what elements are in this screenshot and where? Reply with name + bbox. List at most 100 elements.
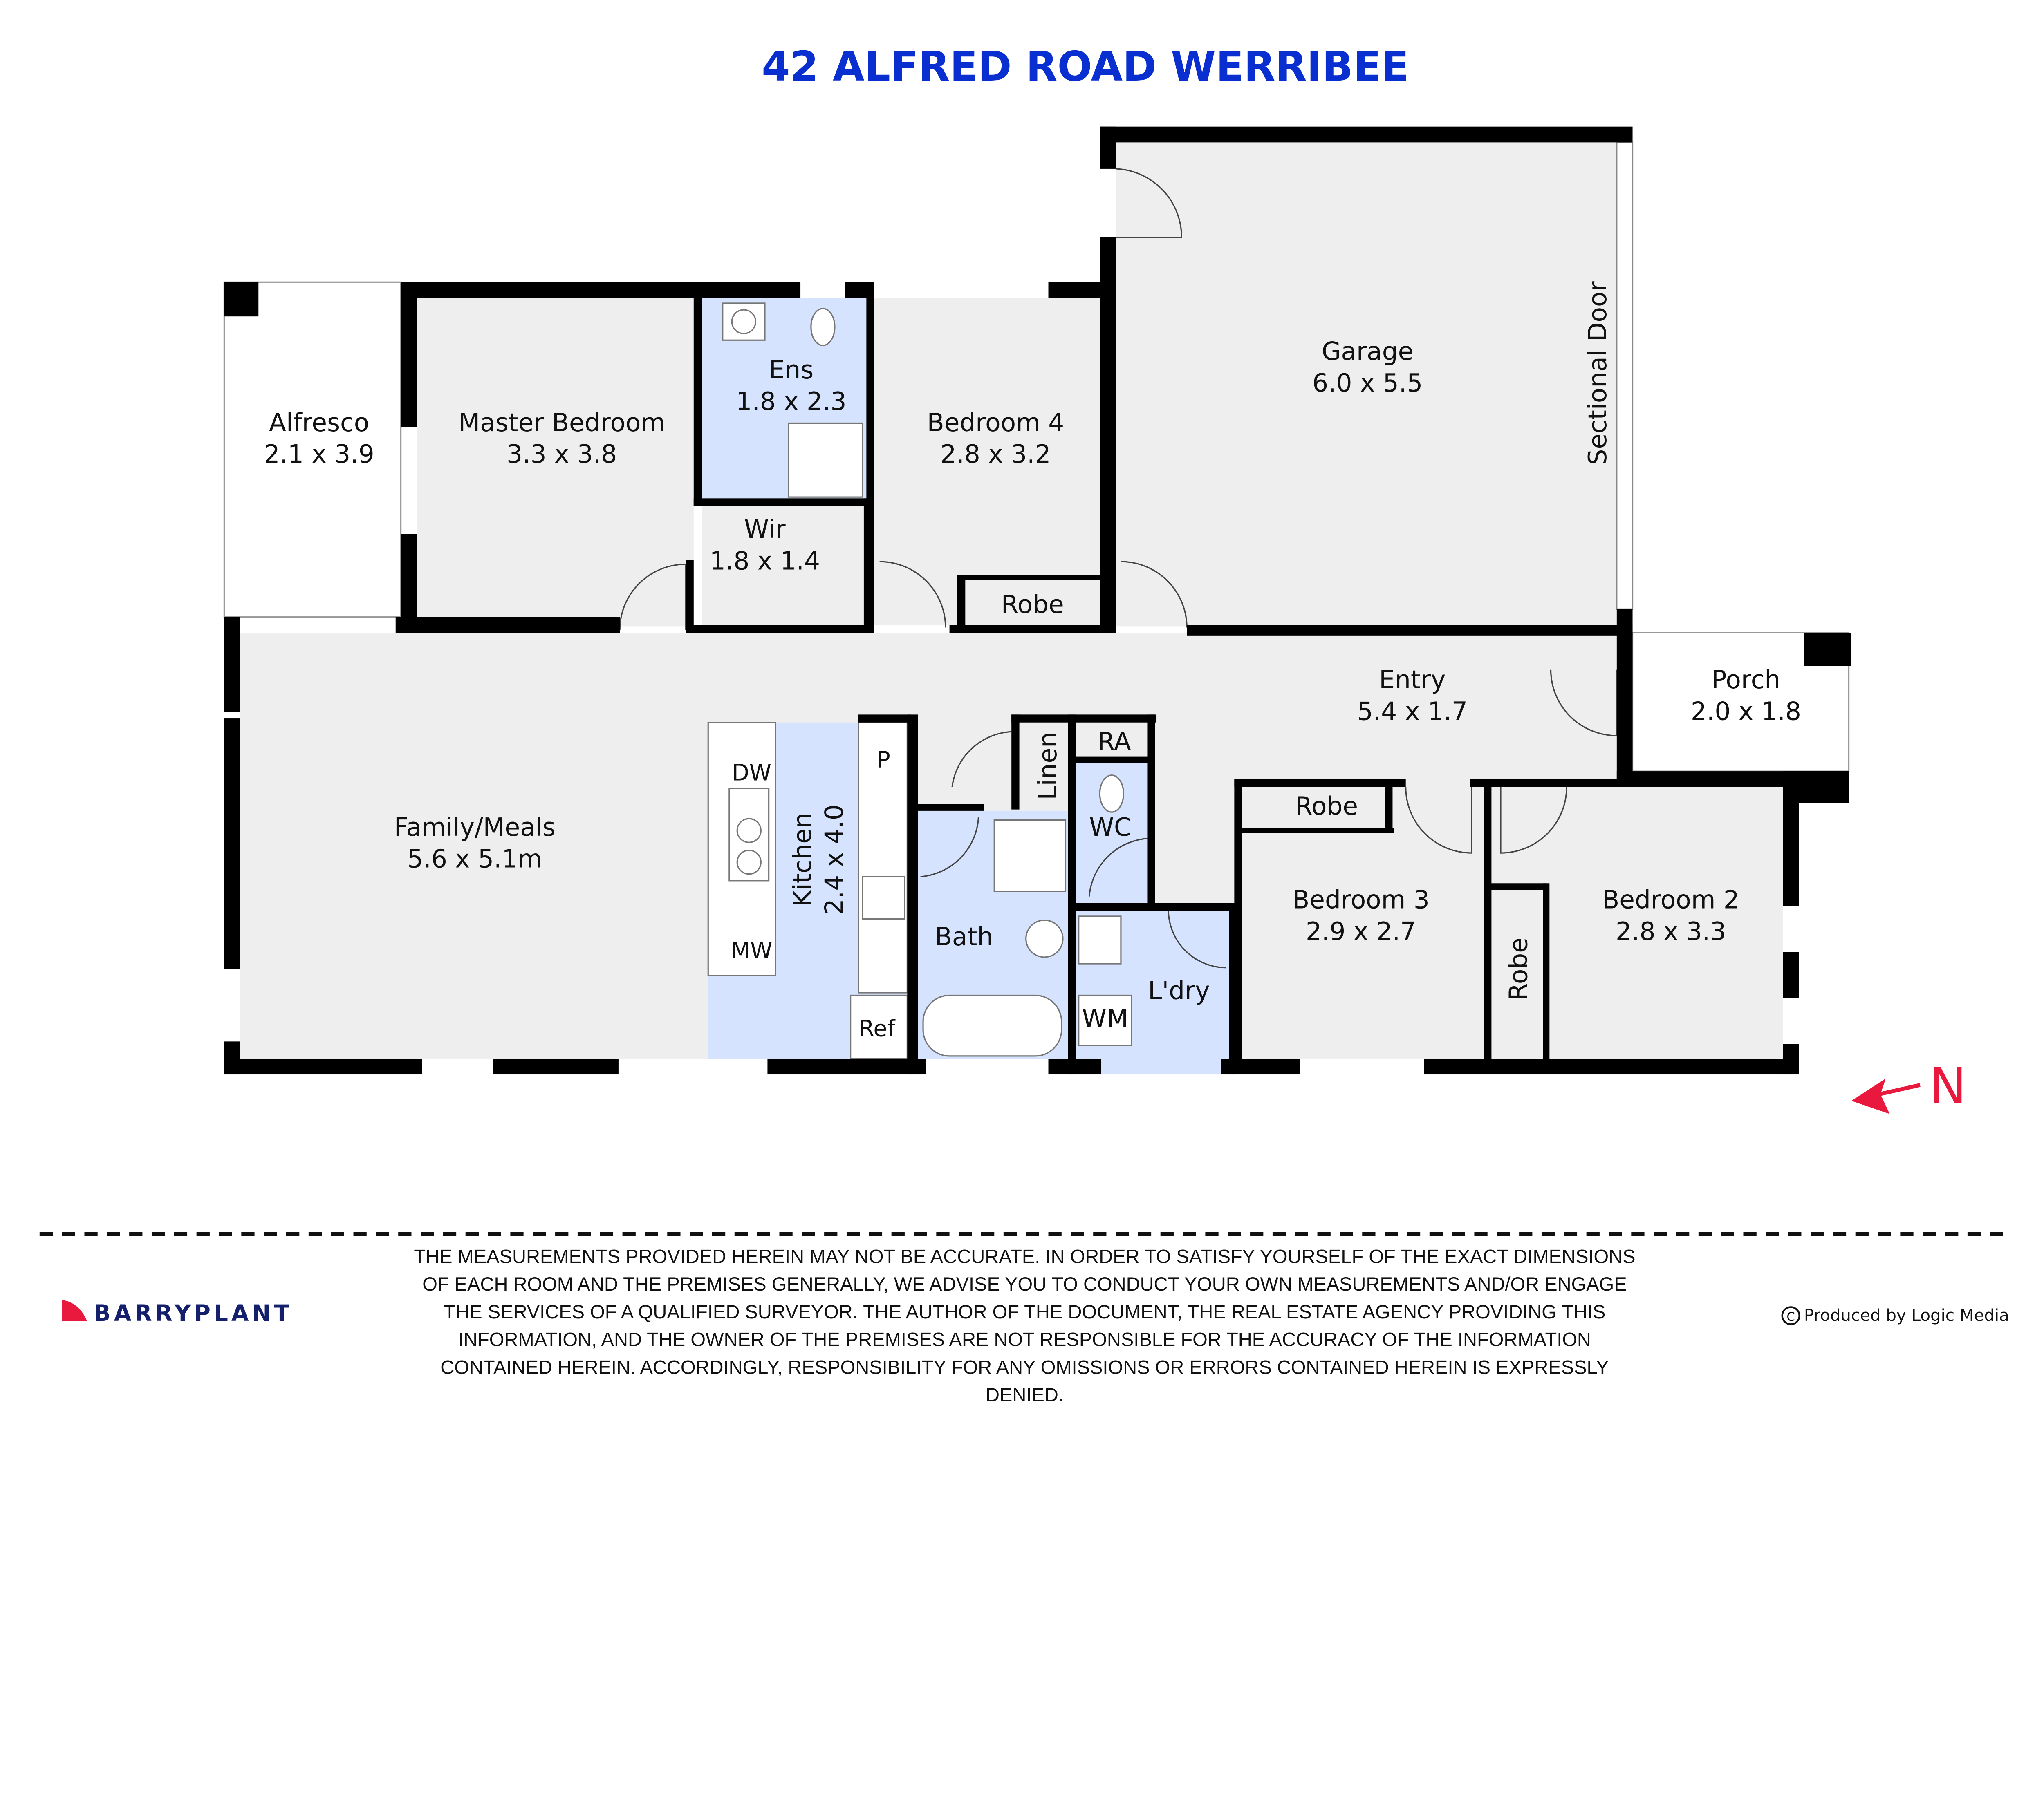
room-name: Garage — [1322, 337, 1413, 366]
wall — [1147, 714, 1155, 906]
wall — [224, 633, 240, 712]
wall — [1490, 779, 1569, 787]
wall — [401, 282, 417, 427]
linen-label: Linen — [1033, 732, 1062, 800]
wall — [1490, 883, 1546, 890]
wall — [1783, 787, 1799, 906]
robe-label: Robe — [1504, 938, 1533, 1000]
master-door — [619, 564, 687, 630]
room-name: L'dry — [1148, 976, 1210, 1005]
wall — [918, 804, 984, 811]
linen-door — [951, 731, 1012, 787]
garage-area — [1116, 142, 1617, 627]
wall — [1470, 779, 1492, 787]
wall — [866, 282, 874, 506]
robe-label: Robe — [1295, 792, 1358, 821]
sectional-door-label: Sectional Door — [1583, 281, 1612, 465]
wall — [1616, 609, 1633, 781]
room-size: 5.4 x 1.7 — [1357, 697, 1468, 726]
room-name: Family/Meals — [394, 813, 556, 842]
wall — [858, 714, 912, 723]
wc-door — [1088, 837, 1148, 897]
wall — [1783, 952, 1799, 998]
wall — [1484, 779, 1492, 1059]
bath-basin-icon — [1025, 919, 1064, 958]
wall — [1100, 126, 1633, 143]
floor-plan: 42 ALFRED ROAD WERRIBEE — [39, 43, 2009, 1405]
room-fills — [223, 141, 1850, 1075]
wall — [1229, 903, 1237, 1075]
bedroom-4-door — [879, 561, 946, 628]
north-label: N — [1929, 1057, 1967, 1115]
wir-area — [702, 506, 864, 625]
wall — [686, 625, 874, 633]
room-size: 2.0 x 1.8 — [1691, 697, 1801, 726]
wm-label: WM — [1082, 1004, 1128, 1033]
copyright-glyph: C — [1787, 1310, 1795, 1324]
bathtub-icon — [922, 994, 1062, 1057]
wall — [493, 1059, 619, 1075]
room-name: Bath — [935, 922, 993, 951]
ensuite-basin-icon — [731, 309, 757, 334]
copyright-icon — [1781, 1306, 1800, 1325]
room-name: Alfresco — [269, 408, 369, 437]
wall — [907, 714, 918, 1075]
wall — [1048, 282, 1116, 298]
wall — [1068, 714, 1076, 1075]
wall — [224, 282, 259, 317]
disclaimer-line: INFORMATION, AND THE OWNER OF THE PREMIS… — [458, 1329, 1591, 1350]
wall — [1234, 779, 1406, 787]
wall — [395, 617, 620, 633]
wall — [1100, 237, 1116, 633]
room-name: Bedroom 3 — [1292, 886, 1430, 915]
room-name: Kitchen — [788, 812, 817, 906]
room-size: 6.0 x 5.5 — [1312, 369, 1423, 398]
disclaimer-line: THE MEASUREMENTS PROVIDED HEREIN MAY NOT… — [414, 1245, 1635, 1267]
wall — [224, 718, 240, 969]
wall — [863, 498, 874, 633]
wall — [949, 625, 1114, 633]
wc-toilet-icon — [1099, 774, 1124, 813]
dw-label: DW — [732, 760, 771, 786]
room-size: 2.4 x 4.0 — [820, 804, 849, 915]
sectional-door — [1616, 141, 1634, 610]
ra-label: RA — [1098, 727, 1131, 756]
front-door — [1550, 669, 1618, 736]
wall — [1075, 756, 1154, 763]
alfresco-area — [223, 281, 402, 618]
room-size: 3.3 x 3.8 — [507, 440, 617, 469]
wall — [1011, 714, 1020, 810]
garage-side-door — [1115, 168, 1182, 238]
ref-label: Ref — [859, 1015, 896, 1041]
room-name: Bedroom 2 — [1602, 886, 1739, 915]
laundry-door — [1168, 909, 1226, 969]
disclaimer-line: CONTAINED HEREIN. ACCORDINGLY, RESPONSIB… — [440, 1356, 1609, 1378]
ensuite-shower-icon — [788, 422, 863, 498]
brand-logo: BARRYPLANT — [94, 1300, 293, 1326]
wall — [1569, 779, 1788, 787]
room-name: Porch — [1712, 665, 1781, 694]
wall — [1187, 625, 1633, 636]
room-size: 2.8 x 3.2 — [940, 440, 1051, 469]
pantry-label: P — [877, 746, 890, 772]
disclaimer: THE MEASUREMENTS PROVIDED HEREIN MAY NOT… — [414, 1245, 1635, 1405]
room-name: Master Bedroom — [458, 408, 665, 437]
room-size: 1.8 x 2.3 — [736, 387, 846, 416]
wall — [1100, 126, 1116, 169]
wall — [1068, 903, 1233, 911]
logo-mark-icon — [62, 1300, 87, 1321]
fridge-space — [850, 994, 908, 1059]
page-title: 42 ALFRED ROAD WERRIBEE — [762, 43, 1409, 90]
wall — [957, 575, 1109, 580]
bath-door — [920, 817, 979, 877]
room-size: 2.8 x 3.3 — [1616, 917, 1726, 946]
room-size: 5.6 x 5.1m — [407, 845, 542, 874]
disclaimer-line: DENIED. — [986, 1384, 1064, 1405]
room-size: 1.8 x 1.4 — [710, 547, 820, 576]
room-size: 2.9 x 2.7 — [1306, 917, 1416, 946]
laundry-trough-icon — [1078, 915, 1122, 965]
disclaimer-line: THE SERVICES OF A QUALIFIED SURVEYOR. TH… — [444, 1301, 1606, 1323]
walls — [224, 126, 1852, 1075]
wall — [693, 498, 871, 506]
shower-icon — [993, 819, 1067, 892]
